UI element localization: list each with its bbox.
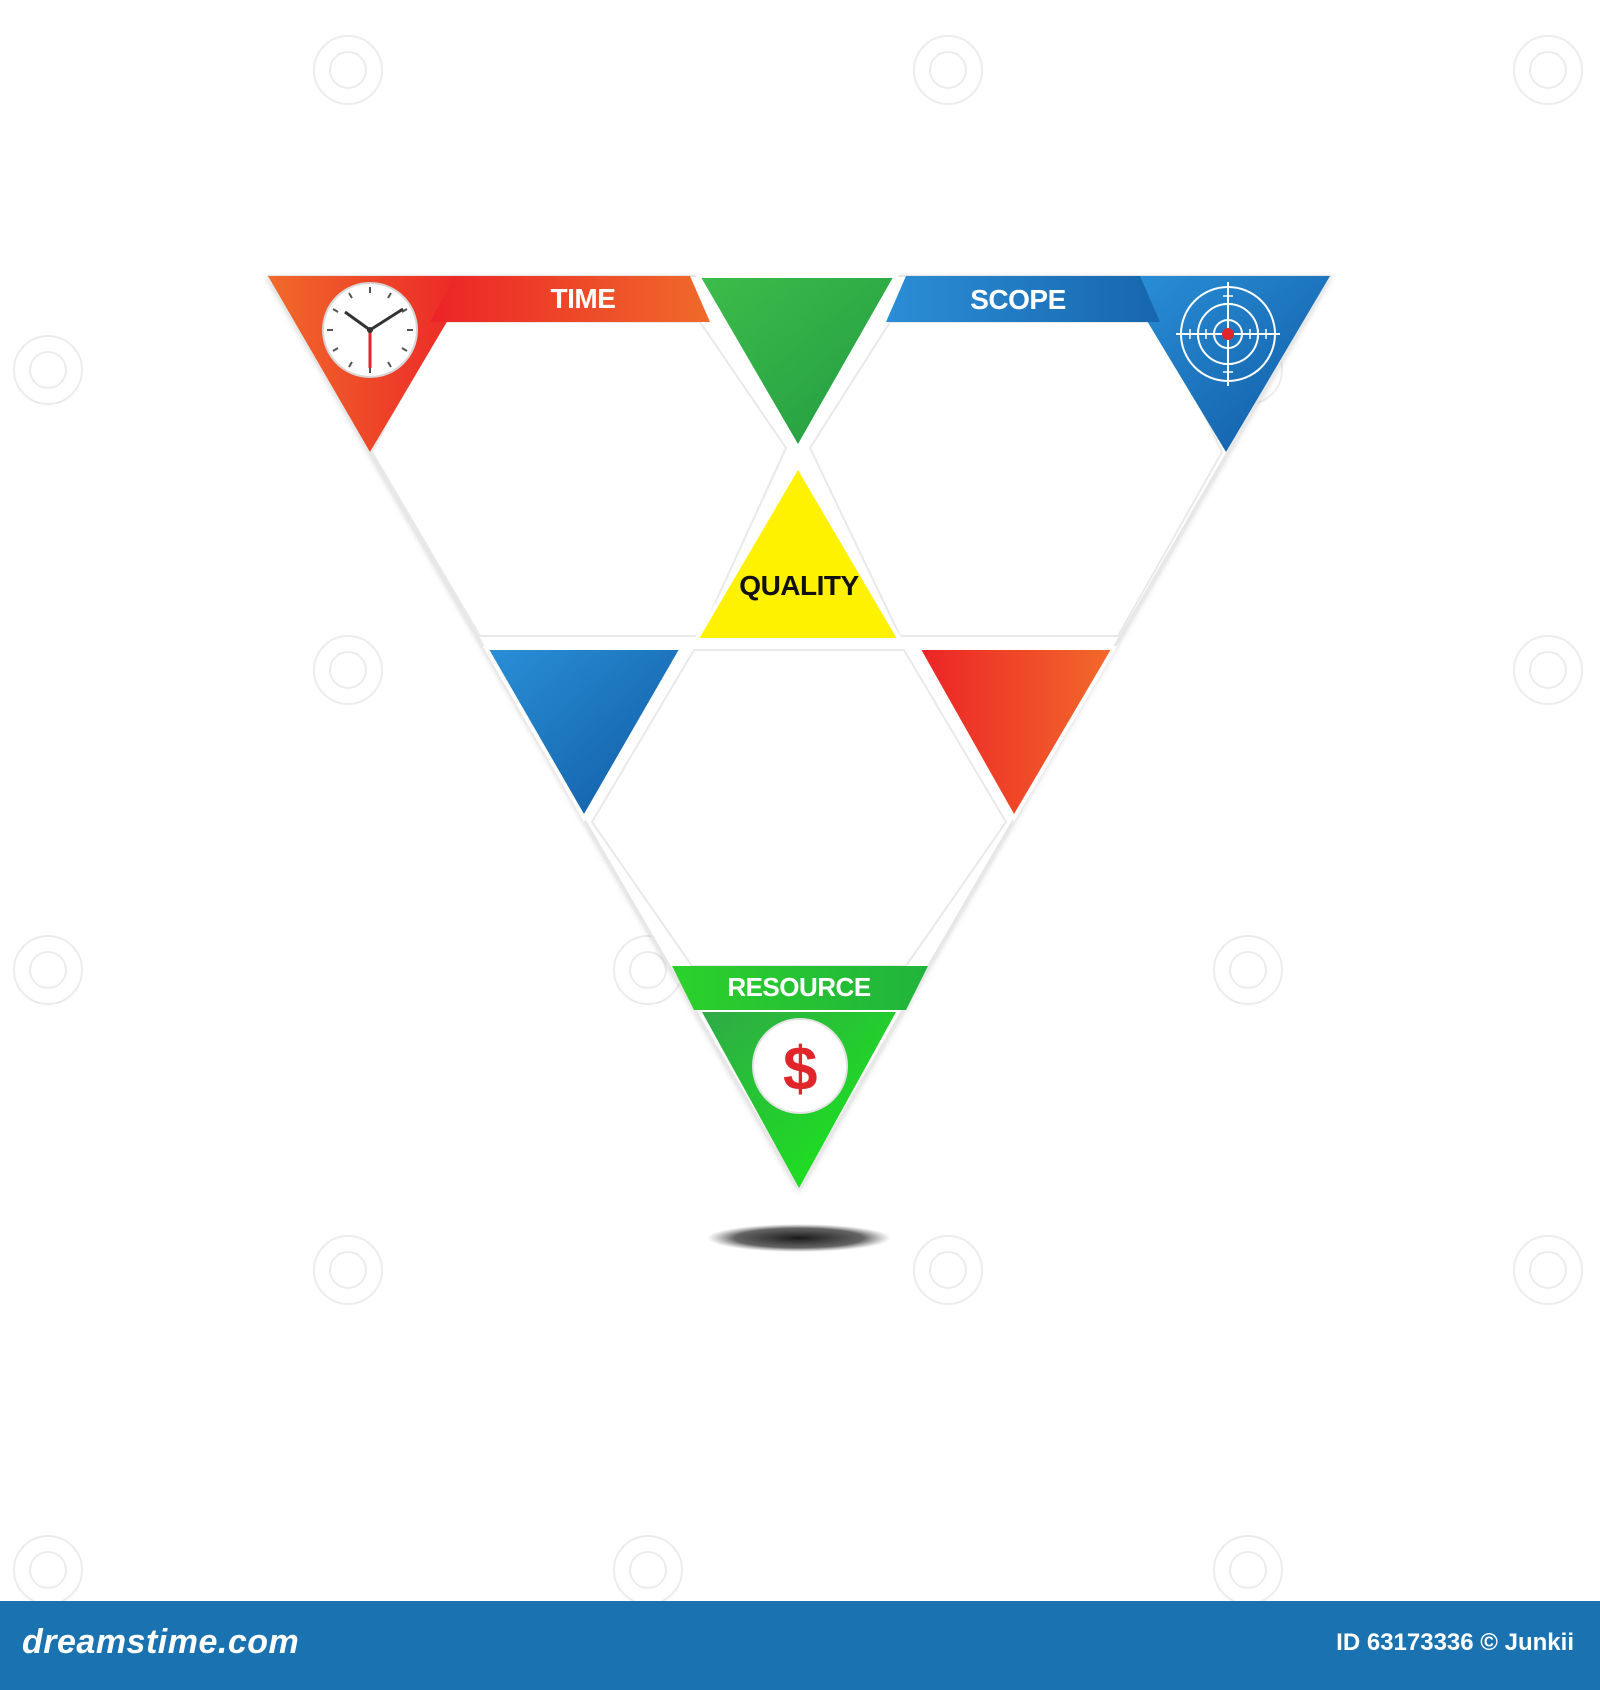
scope-label: SCOPE <box>970 284 1066 315</box>
dollar-coin-icon: $ <box>752 1018 848 1114</box>
dollar-symbol: $ <box>783 1035 817 1104</box>
middle-red-triangle <box>914 646 1118 823</box>
quality-triangle-shape <box>692 462 904 642</box>
time-band <box>430 276 710 322</box>
clock-icon <box>322 282 418 378</box>
resource-band <box>672 966 928 1010</box>
resource-label: RESOURCE <box>727 972 871 1002</box>
scope-band <box>886 276 1160 322</box>
time-label: TIME <box>551 283 616 314</box>
quality-triangle: QUALITY <box>692 462 904 642</box>
footer-bar: dreamstime.com ID 63173336 © Junkii <box>0 1601 1600 1690</box>
resource-corner: RESOURCE $ <box>672 966 928 1188</box>
footer-credit: ID 63173336 © Junkii <box>1336 1629 1574 1656</box>
middle-blue-triangle <box>482 646 686 823</box>
footer-site-logo: dreamstime.com <box>22 1623 300 1661</box>
time-corner: TIME <box>268 276 710 452</box>
quality-label: QUALITY <box>739 570 859 601</box>
top-green-triangle <box>694 274 900 453</box>
crosshair-target-icon <box>1176 282 1280 386</box>
scope-corner: SCOPE <box>886 276 1330 452</box>
floor-shadow <box>707 1224 891 1252</box>
